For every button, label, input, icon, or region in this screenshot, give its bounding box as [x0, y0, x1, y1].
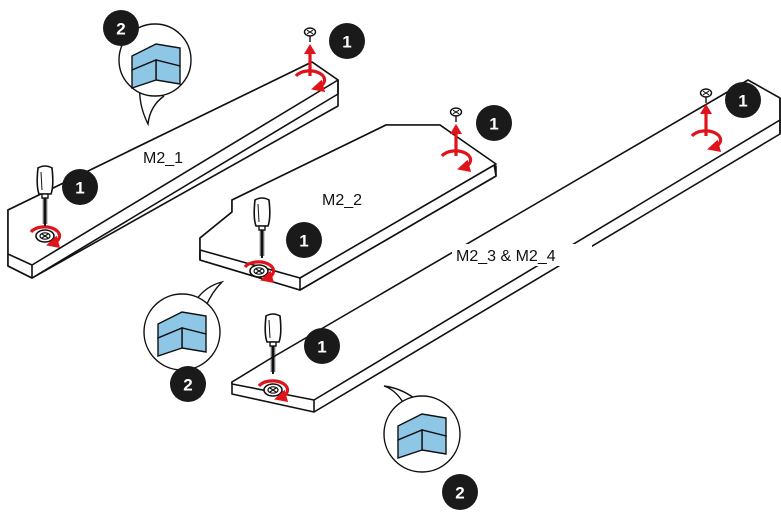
step-badge-pad: 2: [442, 474, 478, 510]
step-badge-remove: 1: [725, 82, 761, 118]
step-badge-remove: 1: [304, 328, 340, 364]
svg-text:1: 1: [299, 232, 308, 251]
svg-text:1: 1: [342, 33, 351, 52]
step-badge-remove: 1: [62, 169, 98, 205]
m2-1-plate: M2_1: [7, 61, 339, 279]
slot-label-m2-3-m2-4: M2_3 & M2_4: [456, 248, 556, 265]
svg-text:2: 2: [183, 376, 192, 395]
svg-text:2: 2: [116, 20, 125, 39]
svg-text:1: 1: [75, 179, 84, 198]
slot-label-m2-2: M2_2: [322, 192, 362, 209]
svg-text:1: 1: [489, 115, 498, 134]
thermal-pad-callout-bottom: [383, 385, 461, 473]
svg-text:2: 2: [455, 484, 464, 503]
screw-icon: [449, 107, 463, 123]
step-badge-remove: 1: [476, 105, 512, 141]
step-badge-remove: 1: [329, 23, 365, 59]
thermal-pad-callout-middle: [143, 280, 225, 371]
screw-icon: [303, 27, 317, 43]
thermal-pad-callout-top: [118, 23, 192, 127]
step-badge-pad: 2: [103, 10, 139, 46]
m2-2-plate: M2_2: [199, 124, 497, 291]
svg-text:1: 1: [738, 92, 747, 111]
svg-text:1: 1: [317, 338, 326, 357]
screw-icon: [699, 88, 713, 104]
step-badge-pad: 2: [170, 366, 206, 402]
slot-label-m2-1: M2_1: [143, 150, 183, 167]
step-badge-remove: 1: [286, 222, 322, 258]
m2-3-4-plate: M2_3 & M2_4: [231, 79, 781, 413]
